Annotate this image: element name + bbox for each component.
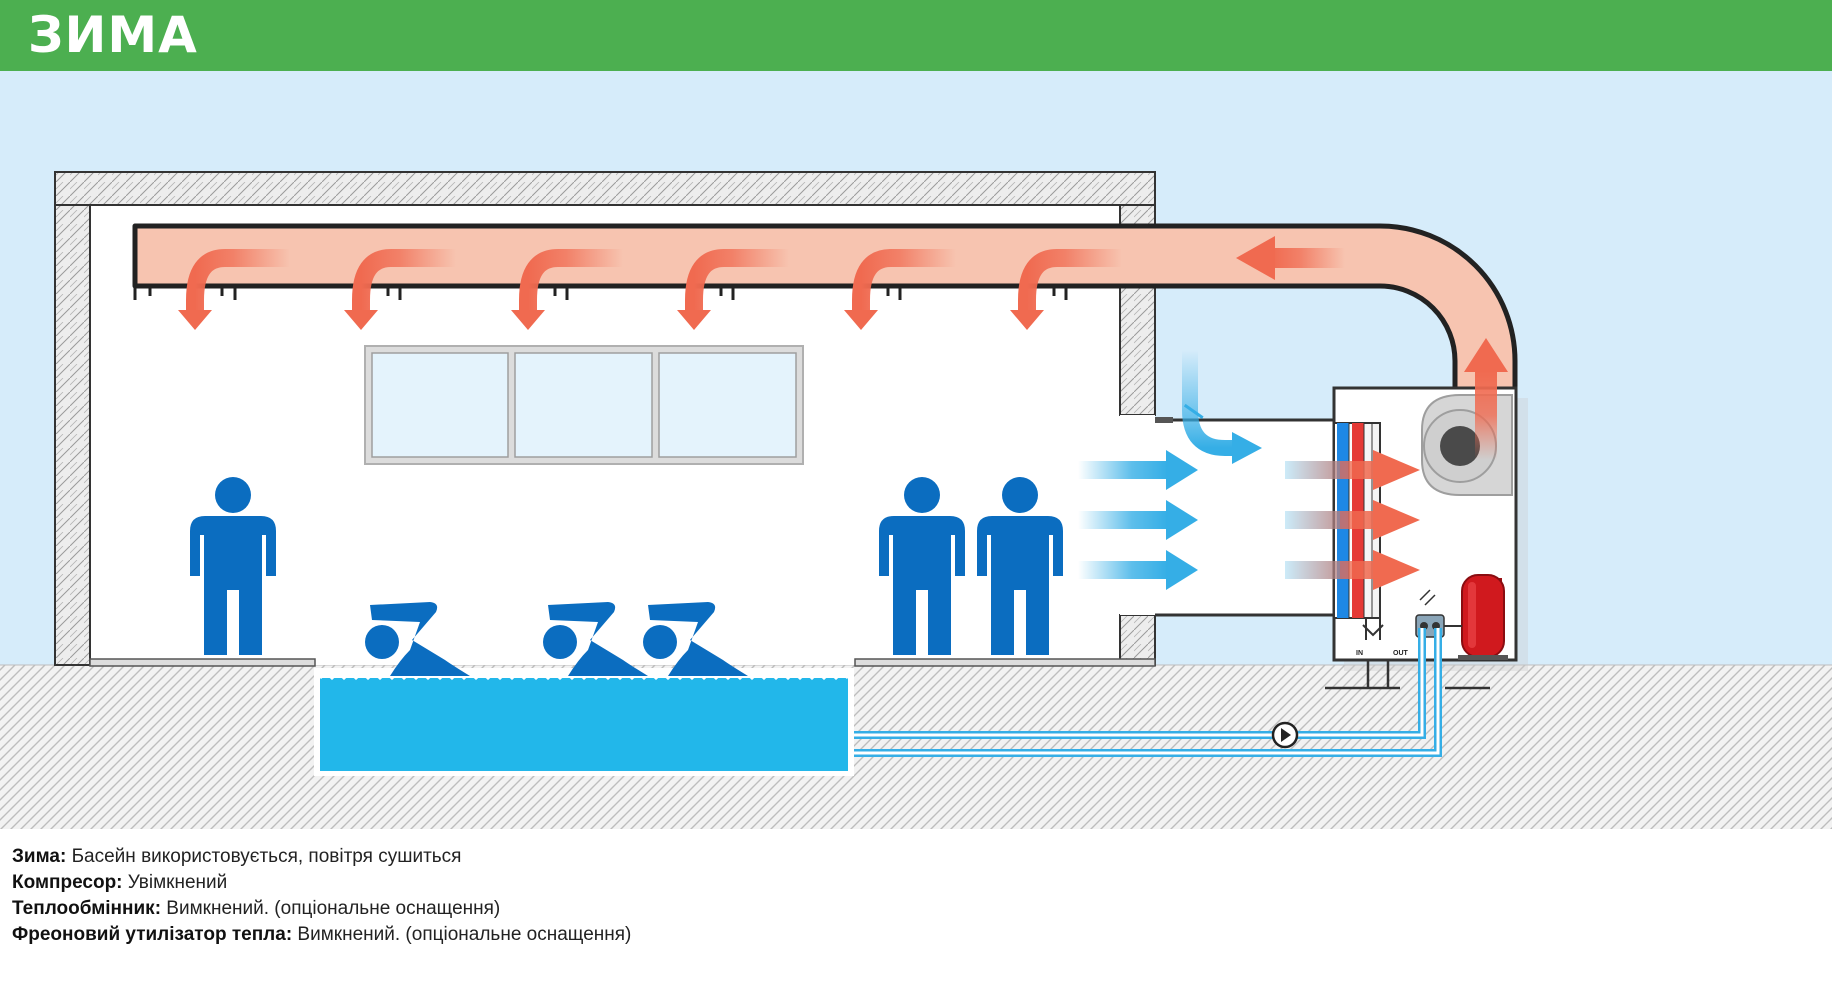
swimmer-2 [543,602,648,676]
dehumidifier-unit: IN OUT [1285,338,1528,690]
warm-arrow-2 [344,249,456,330]
page-title: ЗИМА [28,6,198,64]
pool-water-pipes [854,628,1442,757]
legend-row-heat-exchanger: Теплообмінник: Вимкнений. (опціональне о… [12,896,631,922]
legend-text: Вимкнений. (опціональне оснащення) [161,898,501,919]
floor-right [854,658,1156,667]
window [364,345,804,465]
swimmer-3 [643,602,748,676]
person-right-2 [977,477,1063,655]
legend: Зима: Басейн використовується, повітря с… [12,844,631,948]
fan-icon [1421,394,1513,496]
legend-text: Вимкнений. (опціональне оснащення) [292,924,632,945]
person-right-1 [879,477,965,655]
duct-vents [133,286,1068,300]
pool-dehumidification-diagram: IN OUT [0,71,1832,829]
floor-left [89,658,316,667]
legend-row-heat-recovery: Фреоновий утилізатор тепла: Вимкнений. (… [12,922,631,948]
people [190,477,1063,655]
legend-row-compressor: Компресор: Увімкнений [12,870,631,896]
unit-feet [1325,660,1490,690]
fan-outlet-arrow [1464,338,1508,460]
pool [314,668,854,776]
warm-arrow-3 [511,249,623,330]
right-wall-lower [1119,614,1156,666]
port-out-label: OUT [1393,650,1409,657]
legend-term: Зима: [12,846,67,867]
duct-flow-arrow [1236,236,1345,280]
legend-text: Увімкнений [122,872,228,893]
person-left [190,477,276,655]
legend-term: Теплообмінник: [12,898,162,919]
condensate-fitting [1362,618,1384,640]
legend-term: Фреоновий утилізатор тепла: [12,924,293,945]
legend-term: Компресор: [12,872,123,893]
port-in-label: IN [1356,650,1363,657]
swimmer-1 [365,602,470,676]
warm-arrow-1 [178,249,290,330]
ground [0,665,1832,829]
cool-arrow-2 [1078,500,1198,540]
warm-arrow-5 [844,249,956,330]
warm-arrow-4 [677,249,789,330]
compressor-icon [1458,574,1508,660]
swimmers [365,602,748,676]
cool-arrow-1 [1078,450,1198,490]
coil-arrows [1285,450,1420,590]
legend-text: Басейн використовується, повітря сушитьс… [66,846,462,867]
fresh-air-arrow [1182,350,1262,464]
title-bar: ЗИМА [0,0,1832,71]
warm-arrow-6 [1010,249,1122,330]
warm-air-outlet-arrows [178,249,1122,330]
left-wall [54,204,91,666]
pool-water [320,678,848,771]
circulation-pump-icon [1271,721,1299,749]
cool-arrow-3 [1078,550,1198,590]
return-air-arrows [1078,350,1262,590]
roof-slab [54,171,1156,206]
legend-row-season: Зима: Басейн використовується, повітря с… [12,844,631,870]
supply-air-duct [132,223,1518,395]
